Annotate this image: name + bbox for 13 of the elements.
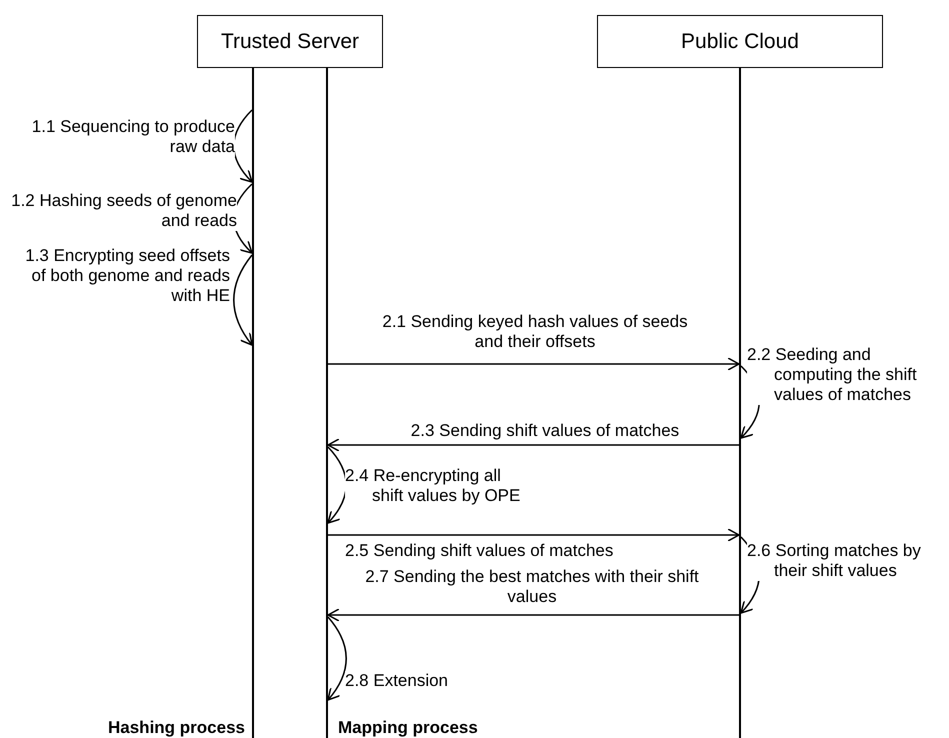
process-label: Mapping process — [338, 718, 479, 738]
message-arrow — [328, 357, 740, 371]
message-arrow — [327, 608, 739, 622]
participant-box: Public Cloud — [597, 15, 883, 68]
process-label: Hashing process — [107, 718, 245, 738]
participant-box: Trusted Server — [197, 15, 383, 68]
activity-arrow — [327, 616, 347, 701]
lifeline — [326, 68, 328, 738]
lifeline — [252, 68, 254, 738]
message-arrow — [328, 528, 740, 542]
lifeline — [739, 68, 741, 738]
message-arrow — [327, 438, 739, 452]
activity-arrow — [233, 254, 253, 346]
